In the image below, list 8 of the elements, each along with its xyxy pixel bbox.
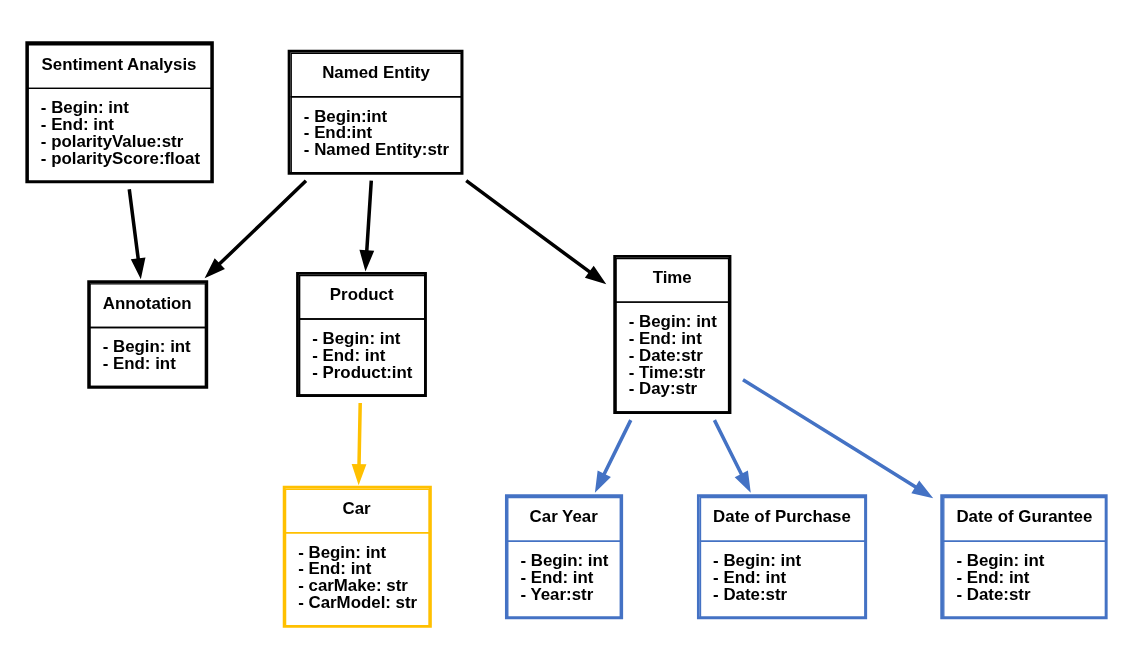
- arrow: [742, 377, 934, 498]
- arrow: [127, 188, 146, 279]
- arrow: [359, 180, 375, 271]
- arrow: [351, 402, 367, 485]
- arrow: [594, 418, 633, 493]
- arrow: [204, 178, 308, 278]
- arrow: [465, 178, 607, 284]
- arrow: [712, 418, 751, 493]
